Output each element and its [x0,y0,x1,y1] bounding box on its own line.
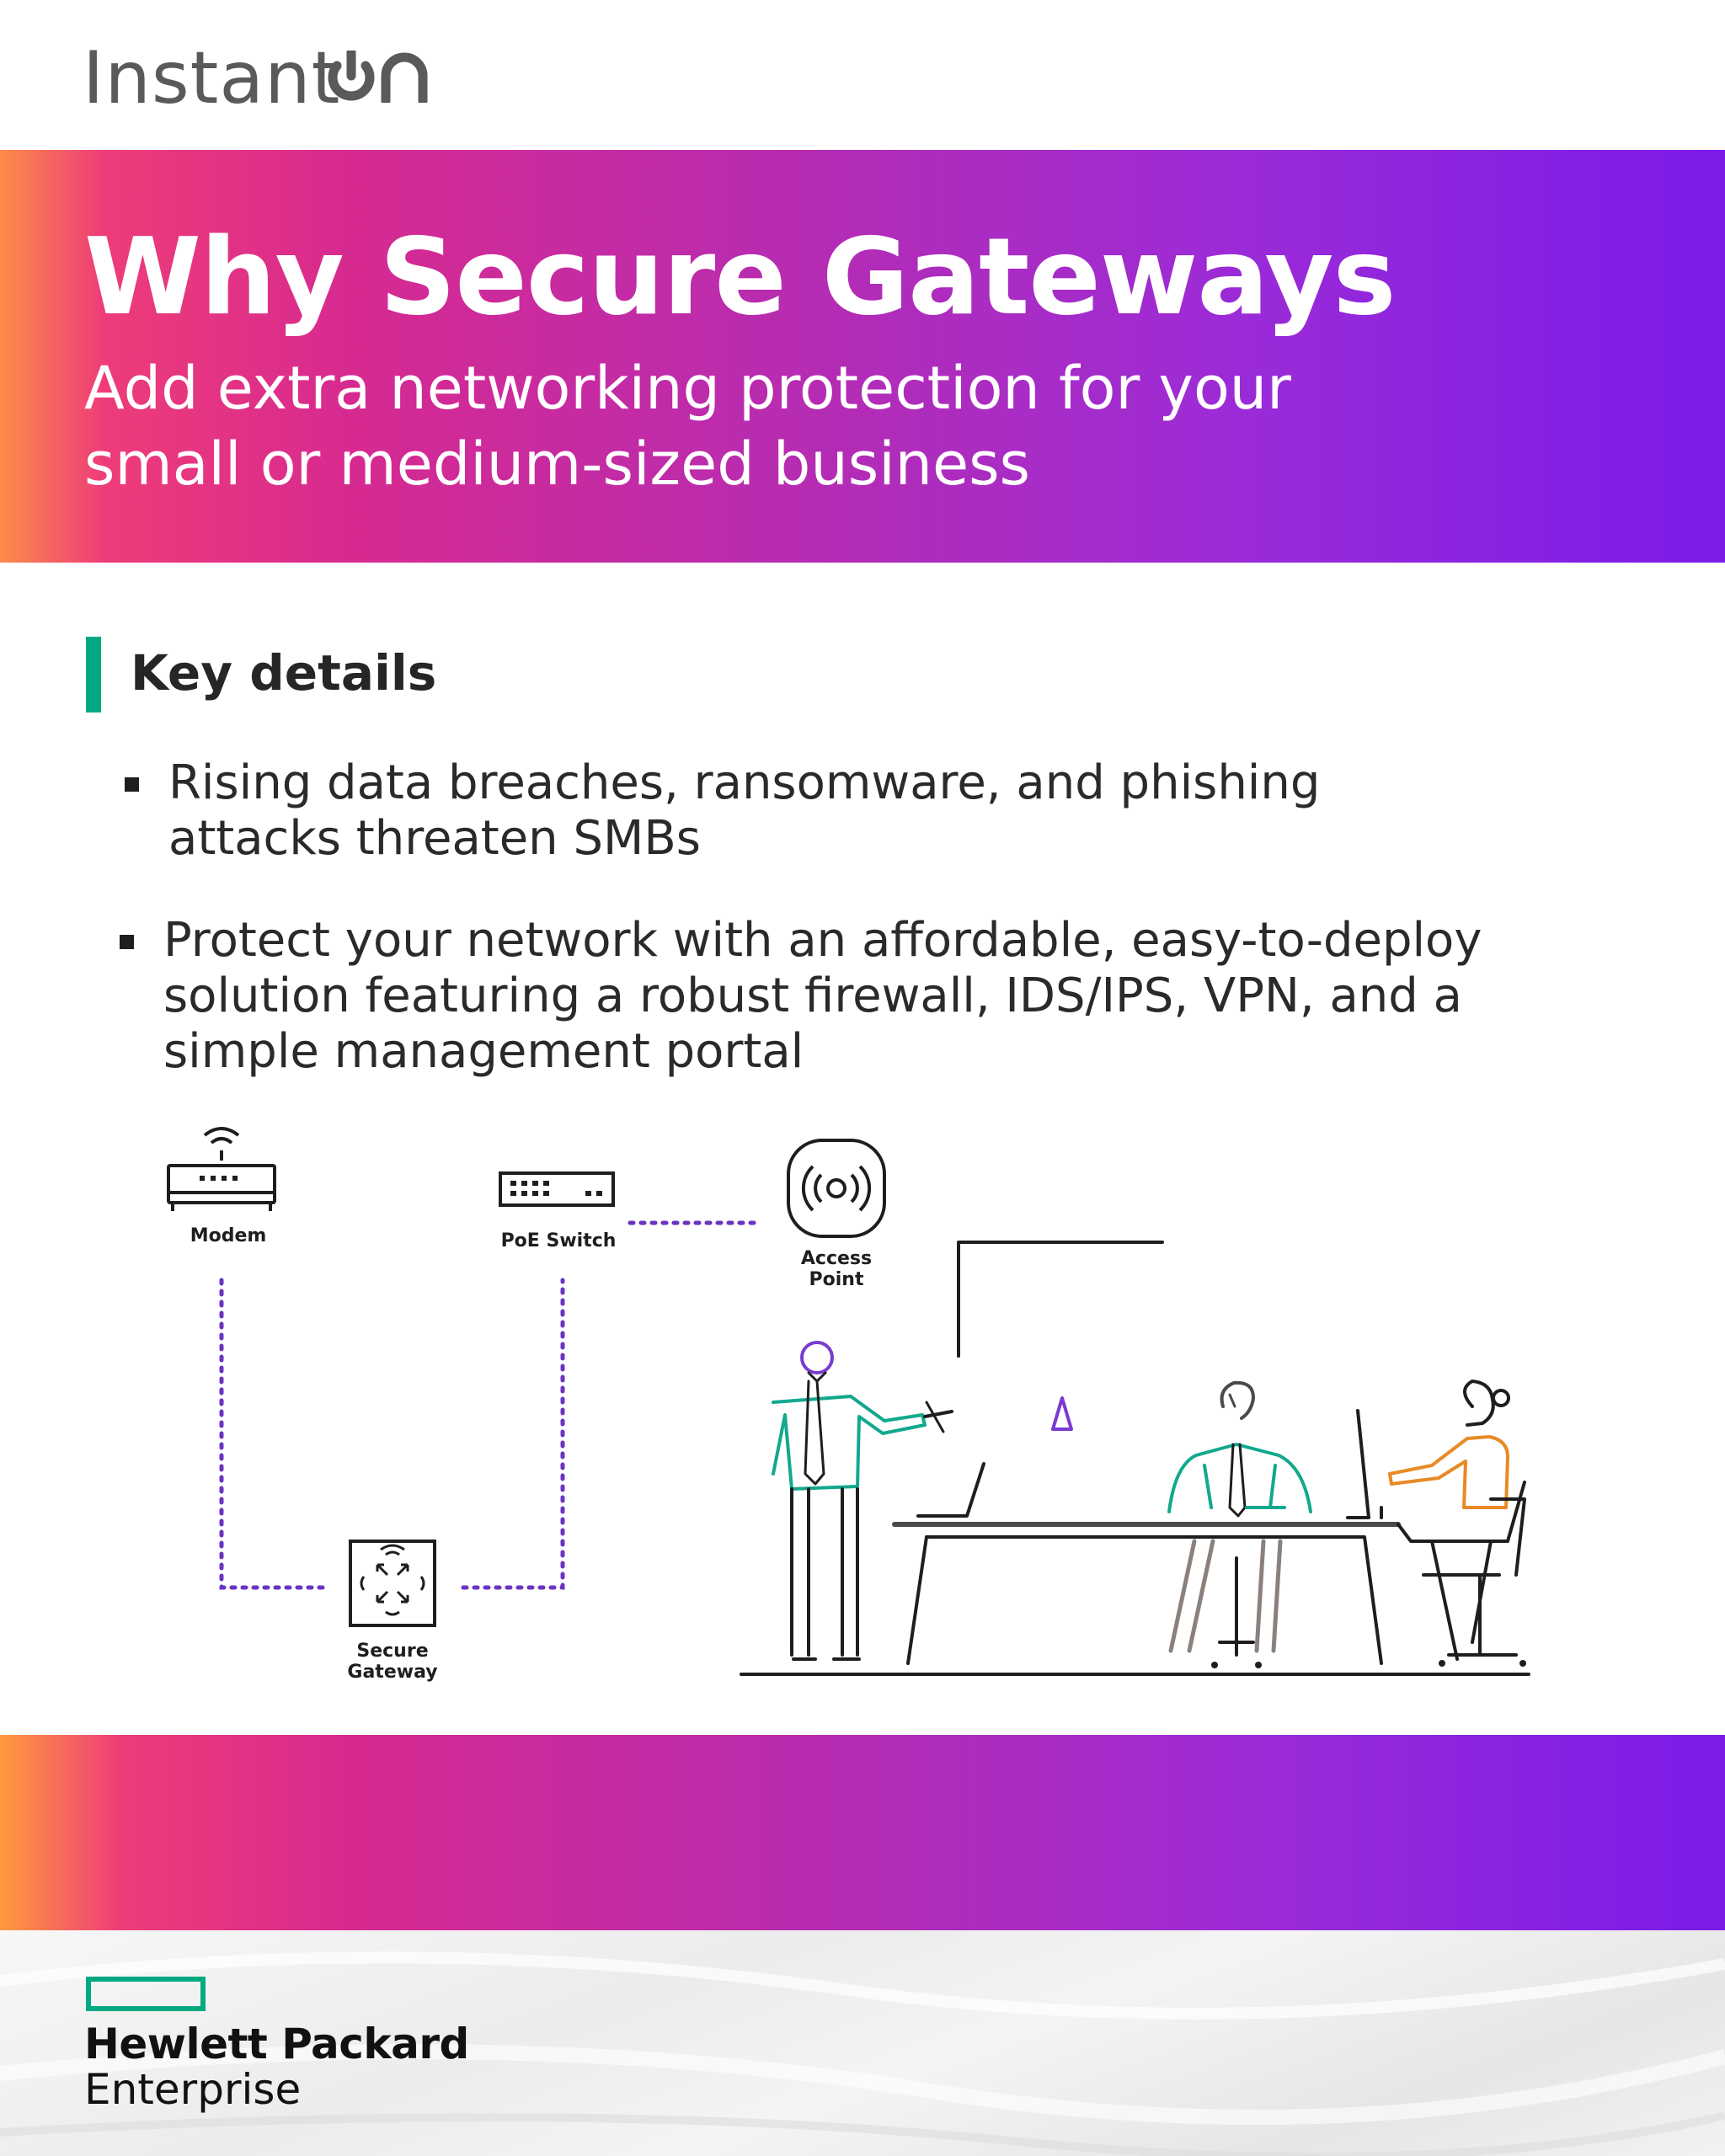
gradient-band [0,1735,1725,1930]
key-detail-item: Protect your network with an affordable,… [120,913,1595,1080]
company-name-line1: Hewlett Packard [84,2020,469,2068]
page-subtitle: Add extra networking protection for your… [84,354,1291,499]
key-details-accent-bar [86,637,101,712]
office-meeting-illustration [740,1241,1530,1676]
modem-gateway-link [219,1278,327,1590]
key-detail-text: Protect your network with an affordable,… [163,913,1482,1079]
company-name-line2: Enterprise [84,2065,302,2114]
key-detail-text: Rising data breaches, ransomware, and ph… [168,755,1321,866]
secure-gateway-label: Secure [356,1641,428,1662]
key-detail-item: Rising data breaches, ransomware, and ph… [125,755,1482,867]
seated-woman-figure [1388,1380,1526,1667]
presenter-figure [772,1341,953,1661]
gateway-switch-link [461,1278,565,1590]
key-details-heading: Key details [131,644,437,702]
instant-on-power-icon [328,51,428,103]
access-point-icon [787,1139,886,1238]
modem-label: Modem [190,1225,267,1246]
hpe-logo-icon [86,1977,206,2011]
header: Instant [0,0,1725,150]
secure-gateway-icon [349,1540,436,1627]
access-point-label: Access [801,1248,872,1269]
footer: Hewlett Packard Enterprise [0,1930,1725,2156]
bullet-square-icon [125,777,139,792]
page-title: Why Secure Gateways [84,215,1397,339]
poe-switch-icon [499,1171,615,1207]
bullet-square-icon [120,935,134,949]
seated-man-figure [1167,1380,1312,1668]
access-point-label: Point [809,1269,864,1290]
modem-icon [167,1127,276,1211]
secure-gateway-label: Gateway [347,1662,437,1683]
hero-banner: Why Secure Gateways Add extra networking… [0,150,1725,563]
network-diagram: Modem PoE Switch Access Point Secure Gat… [167,1127,1530,1683]
network-links [219,1220,759,1590]
instant-on-logo-text: Instant [83,36,341,120]
footer-wave-background [0,1951,1725,2156]
poe-switch-label: PoE Switch [501,1230,617,1251]
